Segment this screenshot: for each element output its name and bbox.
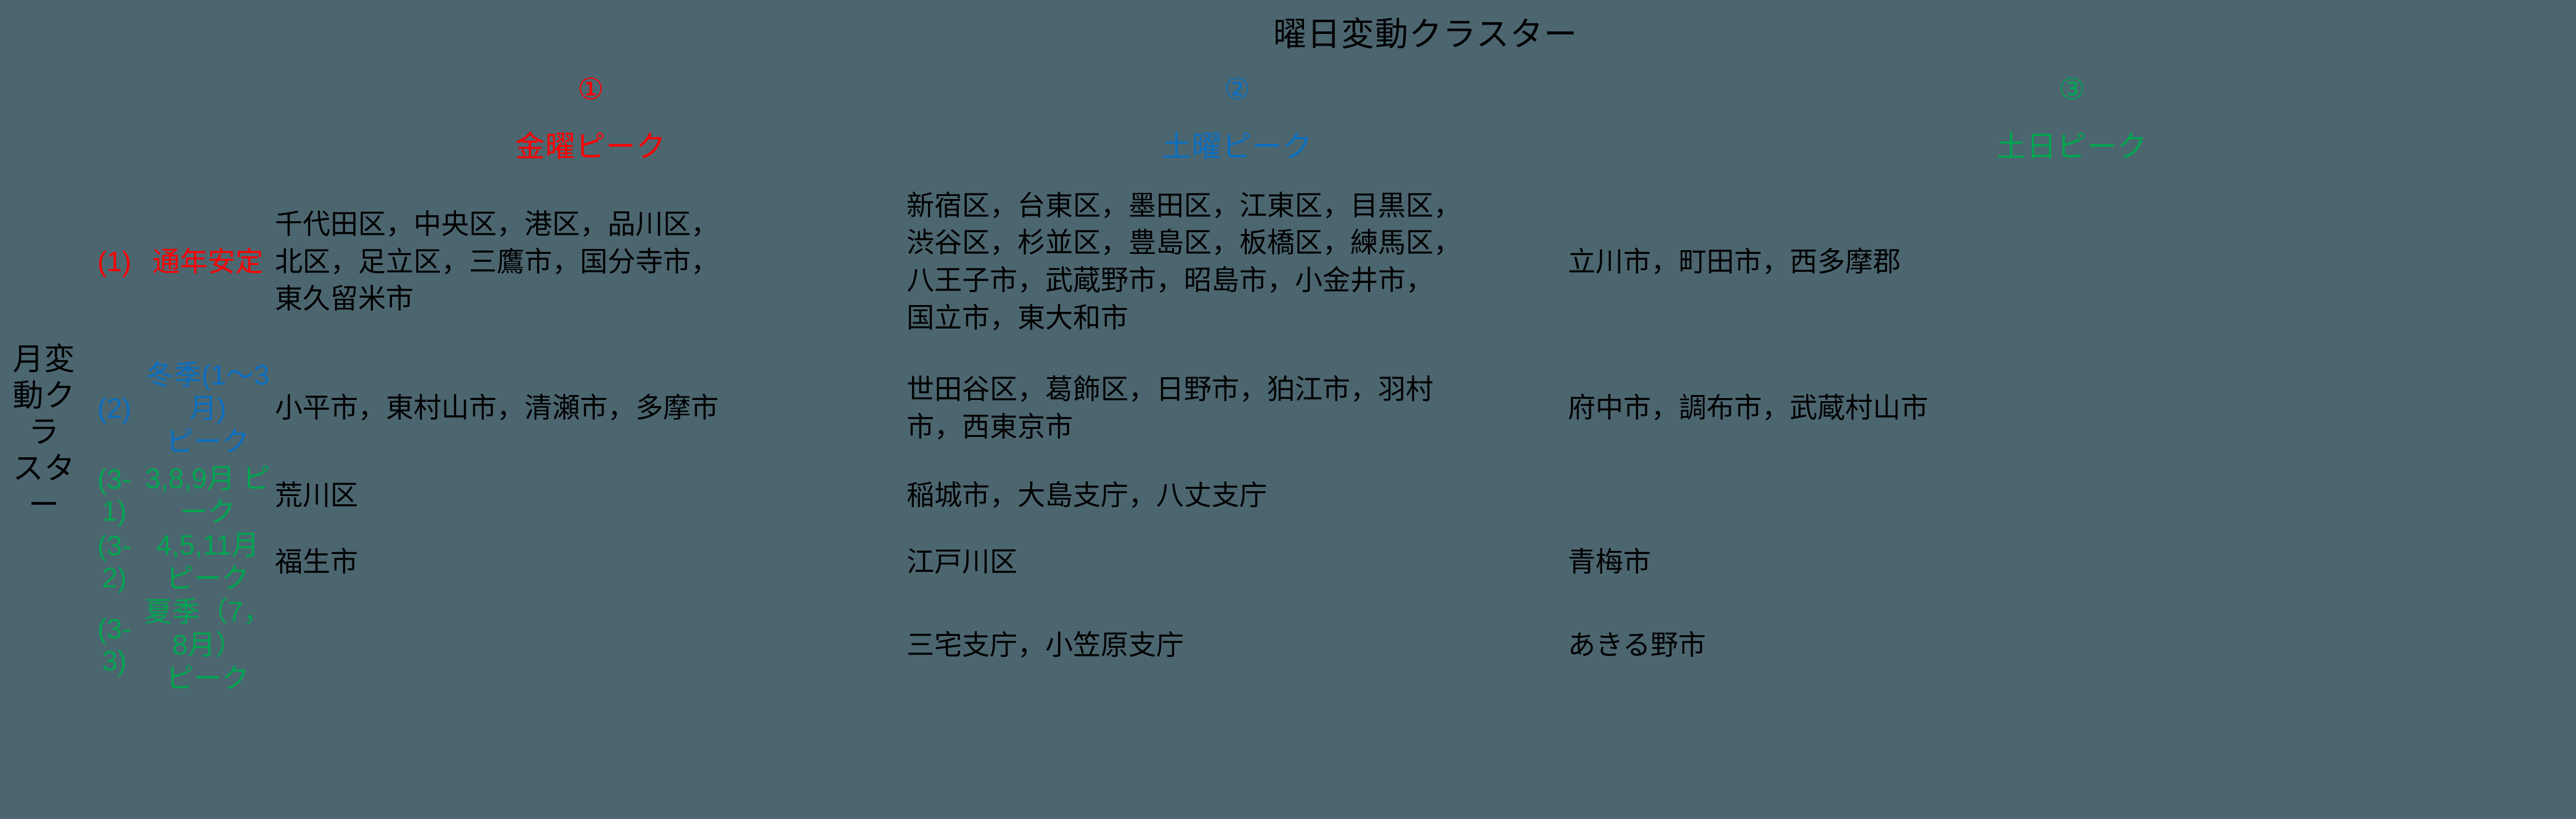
corner-blank-cell xyxy=(0,0,275,62)
cell-r2-c1: 小平市，東村山市，清瀬市，多摩市 xyxy=(275,354,907,462)
cell-line: 世田谷区，葛飾区，日野市，狛江市，羽村 xyxy=(907,373,1434,405)
row-label-line: ピーク xyxy=(166,662,250,694)
cell-line: あきる野市 xyxy=(1568,629,1706,661)
cell-line: 福生市 xyxy=(275,545,359,577)
row-id-3-1: (3-1) xyxy=(88,462,141,529)
cell-r5-c3: あきる野市 xyxy=(1568,595,2576,695)
cell-line: 市，西東京市 xyxy=(907,410,1074,442)
column-label-friday-peak: 金曜ピーク xyxy=(275,117,907,169)
cell-r1-c1: 千代田区，中央区，港区，品川区， 北区，足立区，三鷹市，国分寺市， 東久留米市 xyxy=(275,169,907,354)
cell-r3-c3 xyxy=(1568,462,2576,529)
table-row: (2) 冬季(1～3月) ピーク 小平市，東村山市，清瀬市，多摩市 世田谷区，葛… xyxy=(0,354,2576,462)
row-id-1: (1) xyxy=(88,169,141,354)
column-group-title: 曜日変動クラスター xyxy=(275,0,2576,62)
table-row: (3-1) 3,8,9月 ピーク 荒川区 稲城市，大島支庁，八丈支庁 xyxy=(0,462,2576,529)
cell-line: 府中市，調布市，武蔵村山市 xyxy=(1568,392,1929,424)
row-label-summer-peak: 夏季（7，8月） ピーク xyxy=(141,595,275,695)
row-group-title-line-1: 月変動クラスター xyxy=(12,342,76,522)
row-label-winter-peak: 冬季(1～3月) ピーク xyxy=(141,354,275,462)
table-row: 月変動クラスター (1) 通年安定 千代田区，中央区，港区，品川区， 北区，足立… xyxy=(0,169,2576,695)
row-group-title: 月変動クラスター xyxy=(0,169,88,695)
cell-r3-c1: 荒川区 xyxy=(275,462,907,529)
corner-blank-cell-3 xyxy=(0,117,275,169)
column-label-saturday-peak: 土曜ピーク xyxy=(907,117,1568,169)
cell-r2-c2: 世田谷区，葛飾区，日野市，狛江市，羽村 市，西東京市 xyxy=(907,354,1568,462)
header-row-column-names: 金曜ピーク 土曜ピーク 土日ピーク xyxy=(0,117,2576,169)
row-label-apr-may-nov-peak: 4,5,11月 ピーク xyxy=(141,529,275,595)
cell-line: 青梅市 xyxy=(1568,545,1652,577)
cell-line: 稲城市，大島支庁，八丈支庁 xyxy=(907,479,1268,511)
row-id-3-3: (3-3) xyxy=(88,595,141,695)
corner-blank-cell-2 xyxy=(0,62,275,117)
row-id-3-2: (3-2) xyxy=(88,529,141,595)
cell-line: 北区，足立区，三鷹市，国分寺市， xyxy=(275,245,719,277)
row-label-mar-aug-sep-peak: 3,8,9月 ピーク xyxy=(141,462,275,529)
column-id-1: ① xyxy=(275,62,907,117)
column-label-weekend-peak: 土日ピーク xyxy=(1568,117,2576,169)
cell-r4-c3: 青梅市 xyxy=(1568,529,2576,595)
table-row: (3-3) 夏季（7，8月） ピーク 三宅支庁，小笠原支庁 あきる野市 xyxy=(0,595,2576,695)
table-row: (3-2) 4,5,11月 ピーク 福生市 江戸川区 青梅市 xyxy=(0,529,2576,595)
cell-line: 新宿区，台東区，墨田区，江東区，目黒区， xyxy=(907,189,1462,221)
cell-line: 三宅支庁，小笠原支庁 xyxy=(907,629,1184,661)
cell-line: 千代田区，中央区，港区，品川区， xyxy=(275,208,719,240)
row-label-year-round-stable: 通年安定 xyxy=(141,169,275,354)
cell-r1-c3: 立川市，町田市，西多摩郡 xyxy=(1568,169,2576,354)
cell-r3-c2: 稲城市，大島支庁，八丈支庁 xyxy=(907,462,1568,529)
cell-r4-c2: 江戸川区 xyxy=(907,529,1568,595)
cell-r5-c1 xyxy=(275,595,907,695)
column-id-3: ③ xyxy=(1568,62,2576,117)
cell-r1-c2: 新宿区，台東区，墨田区，江東区，目黒区， 渋谷区，杉並区，豊島区，板橋区，練馬区… xyxy=(907,169,1568,354)
row-label-line: 冬季(1～3月) xyxy=(145,359,270,424)
cell-line: 小平市，東村山市，清瀬市，多摩市 xyxy=(275,392,719,424)
cell-line: 東久留米市 xyxy=(275,283,414,315)
cell-r4-c1: 福生市 xyxy=(275,529,907,595)
cell-line: 荒川区 xyxy=(275,479,359,511)
row-id-2: (2) xyxy=(88,354,141,462)
cell-line: 八王子市，武蔵野市，昭島市，小金井市， xyxy=(907,264,1434,296)
row-label-line: 夏季（7，8月） xyxy=(144,596,271,661)
header-row-group-title: 曜日変動クラスター xyxy=(0,0,2576,62)
cluster-cross-table: 曜日変動クラスター ① ② ③ 金曜ピーク 土曜ピーク 土日ピーク 月変動クラス… xyxy=(0,0,2576,695)
cell-line: 渋谷区，杉並区，豊島区，板橋区，練馬区， xyxy=(907,227,1462,259)
cell-line: 江戸川区 xyxy=(907,545,1018,577)
cell-line: 国立市，東大和市 xyxy=(907,301,1129,333)
column-id-2: ② xyxy=(907,62,1568,117)
cell-line: 立川市，町田市，西多摩郡 xyxy=(1568,245,1901,277)
cell-r5-c2: 三宅支庁，小笠原支庁 xyxy=(907,595,1568,695)
header-row-column-ids: ① ② ③ xyxy=(0,62,2576,117)
cell-r2-c3: 府中市，調布市，武蔵村山市 xyxy=(1568,354,2576,462)
row-label-line: ピーク xyxy=(166,425,250,457)
